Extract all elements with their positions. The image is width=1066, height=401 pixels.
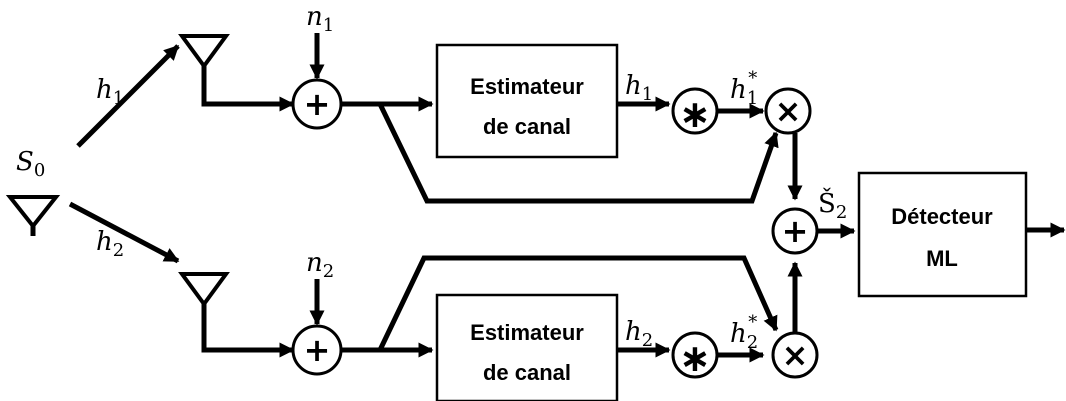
svg-text:+: +: [304, 85, 331, 123]
ml-detector: Détecteur ML: [857, 171, 1028, 298]
noise-2-label: n2: [306, 248, 334, 282]
svg-text:+: +: [304, 331, 331, 369]
noise-1-label: n1: [306, 2, 334, 36]
source-label: S0: [16, 147, 45, 181]
channel-2-arrow: [68, 201, 180, 264]
estimate-2-label: h2: [625, 317, 653, 351]
multiplier-2: ×: [771, 331, 819, 379]
source-antenna: [5, 195, 61, 236]
channel-1-label: h1: [96, 75, 124, 109]
antenna-2-feed: [201, 304, 295, 358]
channel-1-arrow: [76, 44, 180, 148]
conjugator-1: ∗: [671, 87, 719, 136]
svg-text:Détecteur: Détecteur: [891, 204, 993, 229]
svg-text:×: ×: [775, 92, 802, 130]
conj-2-label: h2*: [730, 312, 758, 353]
svg-text:∗: ∗: [679, 92, 711, 136]
rx-antenna-1: [178, 34, 230, 70]
branch-2-bypass: [377, 255, 779, 352]
multiplier-1: ×: [764, 87, 812, 135]
branch-1-bypass: [377, 102, 779, 204]
estimate-1-label: h1: [625, 71, 653, 105]
rx-antenna-2: [178, 272, 230, 308]
svg-text:∗: ∗: [679, 336, 711, 380]
antenna-1-feed: [201, 66, 295, 112]
estimator-1: Estimateur de canal: [435, 43, 619, 159]
combiner-adder: +: [771, 207, 819, 255]
channel-2-label: h2: [96, 227, 124, 261]
conjugator-2: ∗: [671, 331, 719, 380]
svg-text:+: +: [782, 212, 809, 250]
svg-text:×: ×: [782, 336, 809, 374]
svg-text:Estimateur: Estimateur: [470, 74, 584, 99]
svg-text:de canal: de canal: [483, 360, 571, 385]
estimator-2: Estimateur de canal: [435, 293, 619, 401]
svg-text:de canal: de canal: [483, 114, 571, 139]
adder-2: +: [291, 324, 343, 376]
svg-text:Estimateur: Estimateur: [470, 320, 584, 345]
adder-1: +: [291, 78, 343, 130]
svg-text:ML: ML: [926, 246, 958, 271]
combined-label: Š2: [818, 187, 847, 223]
conj-1-label: h1*: [730, 68, 758, 109]
